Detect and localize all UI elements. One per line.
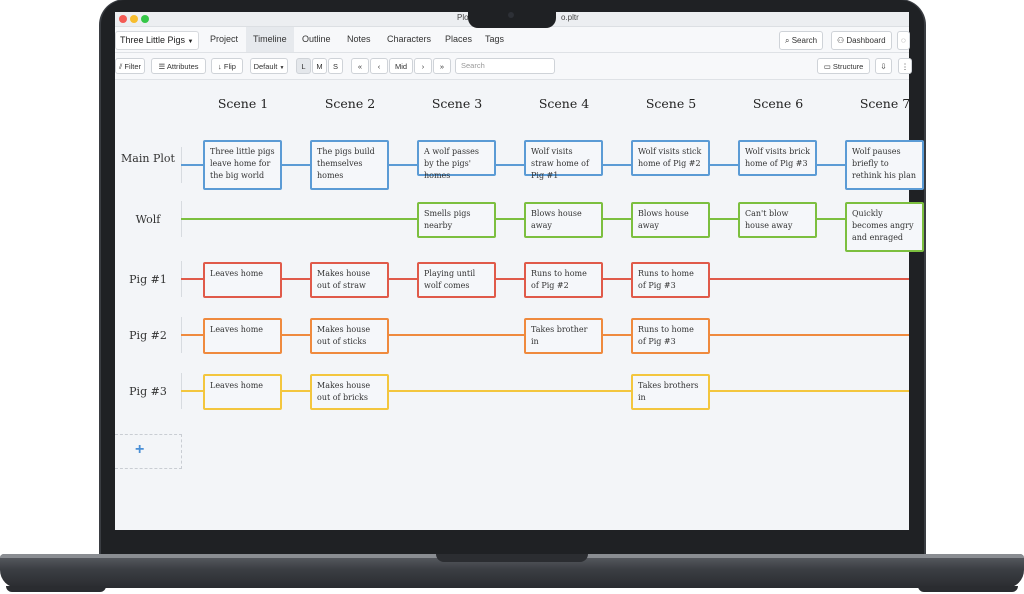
card-pig2-4[interactable]: Takes brother in (524, 318, 603, 354)
card-pig1-4[interactable]: Runs to home of Pig #2 (524, 262, 603, 298)
card-main-1[interactable]: Three little pigs leave home for the big… (203, 140, 282, 190)
search-button-label: Search (791, 36, 818, 45)
size-large-button[interactable]: L (296, 58, 311, 74)
scroll-first-button[interactable]: « (351, 58, 369, 74)
scroll-prev-button[interactable]: ‹ (370, 58, 388, 74)
search-button[interactable]: ⌕ Search (779, 31, 824, 50)
tab-characters[interactable]: Characters (387, 34, 432, 44)
size-medium-button[interactable]: M (312, 58, 327, 74)
card-pig3-2[interactable]: Makes house out of bricks (310, 374, 389, 410)
card-pig2-2[interactable]: Makes house out of sticks (310, 318, 389, 354)
chevron-down-icon: ▼ (187, 39, 194, 45)
scene-header-6[interactable]: Scene 6 (752, 96, 804, 111)
camera-icon (508, 12, 514, 18)
plotline-label-pig3[interactable]: Pig #3 (129, 385, 167, 398)
card-pig1-1[interactable]: Leaves home (203, 262, 282, 298)
card-main-4[interactable]: Wolf visits straw home of Pig #1 (524, 140, 603, 180)
default-label: Default (253, 62, 278, 71)
scene-header-3[interactable]: Scene 3 (431, 96, 483, 111)
card-wolf-5[interactable]: Blows house away (631, 202, 710, 238)
scroll-mid-button[interactable]: Mid (389, 58, 413, 74)
filter-icon: ⫽ (118, 62, 123, 71)
card-main-6[interactable]: Wolf visits brick home of Pig #3 (738, 140, 817, 176)
tab-outline[interactable]: Outline (302, 34, 331, 44)
add-plotline-button[interactable]: + (115, 434, 182, 469)
dashboard-button-label: Dashboard (846, 36, 886, 45)
plus-icon: + (135, 441, 145, 458)
size-small-button[interactable]: S (328, 58, 343, 74)
notifications-icon[interactable]: ◌ (897, 31, 910, 50)
attributes-label: Attributes (166, 62, 199, 71)
scene-header-1[interactable]: Scene 1 (217, 96, 269, 111)
structure-icon: ▭ (823, 62, 831, 71)
tab-notes[interactable]: Notes (347, 34, 371, 44)
close-window-button[interactable] (119, 15, 127, 23)
list-icon: ☰ (158, 62, 166, 71)
flip-button[interactable]: ↓ Flip (211, 58, 243, 74)
scroll-next-button[interactable]: › (414, 58, 432, 74)
project-name: Three Little Pigs (120, 35, 186, 45)
card-main-3[interactable]: A wolf passes by the pigs' homes (417, 140, 496, 180)
export-button[interactable]: ⇩ (875, 58, 892, 74)
card-wolf-4[interactable]: Blows house away (524, 202, 603, 238)
card-pig3-1[interactable]: Leaves home (203, 374, 282, 410)
plotline-label-pig2[interactable]: Pig #2 (129, 329, 167, 342)
plotline-line-pig3 (181, 390, 909, 392)
timeline-search-input[interactable]: Search (455, 58, 555, 74)
card-pig3-5[interactable]: Takes brothers in (631, 374, 710, 410)
dashboard-button[interactable]: ⚇ Dashboard (831, 31, 892, 50)
scene-header-5[interactable]: Scene 5 (645, 96, 697, 111)
maximize-window-button[interactable] (141, 15, 149, 23)
nav-bar: Three Little Pigs ▼ Project Timeline Out… (115, 27, 910, 53)
filter-button[interactable]: ⫽ Filter (115, 58, 145, 74)
tab-tags[interactable]: Tags (485, 34, 505, 44)
chevron-down-icon: ▼ (279, 65, 285, 71)
structure-label: Structure (832, 62, 864, 71)
card-wolf-3[interactable]: Smells pigs nearby (417, 202, 496, 238)
card-main-5[interactable]: Wolf visits stick home of Pig #2 (631, 140, 710, 176)
plotline-label-wolf[interactable]: Wolf (135, 213, 161, 226)
scroll-last-button[interactable]: » (433, 58, 451, 74)
arrow-down-icon: ↓ (218, 62, 222, 71)
timeline-toolbar: ⫽ Filter ☰ Attributes ↓ Flip Default ▼ L… (115, 53, 912, 80)
laptop-foot-right (918, 586, 1018, 592)
tab-places[interactable]: Places (445, 34, 473, 44)
default-dropdown[interactable]: Default ▼ (250, 58, 288, 74)
export-icon: ⇩ (880, 62, 887, 71)
card-pig2-5[interactable]: Runs to home of Pig #3 (631, 318, 710, 354)
filter-label: Filter (124, 62, 142, 71)
app-window: Plot o.pltr Three Little Pigs ▼ Project … (115, 12, 924, 530)
card-pig1-3[interactable]: Playing until wolf comes (417, 262, 496, 298)
tab-timeline[interactable]: Timeline (246, 27, 294, 52)
card-pig2-1[interactable]: Leaves home (203, 318, 282, 354)
more-options-button[interactable]: ⋮ (898, 58, 912, 74)
user-icon: ⚇ (837, 36, 845, 45)
laptop-opening-groove (436, 554, 588, 562)
card-main-7[interactable]: Wolf pauses briefly to rethink his plan (845, 140, 924, 190)
plotline-label-main[interactable]: Main Plot (121, 152, 175, 165)
tab-project[interactable]: Project (210, 34, 239, 44)
search-icon: ⌕ (785, 36, 790, 45)
card-main-2[interactable]: The pigs build themselves homes (310, 140, 389, 190)
minimize-window-button[interactable] (130, 15, 138, 23)
laptop-foot-left (6, 586, 106, 592)
flip-label: Flip (223, 62, 236, 71)
scene-header-7[interactable]: Scene 7 (859, 96, 911, 111)
structure-button[interactable]: ▭ Structure (817, 58, 870, 74)
scene-header-4[interactable]: Scene 4 (538, 96, 590, 111)
plotline-label-pig1[interactable]: Pig #1 (129, 273, 167, 286)
card-pig1-5[interactable]: Runs to home of Pig #3 (631, 262, 710, 298)
more-icon: ⋮ (901, 62, 909, 71)
window-title-suffix: o.pltr (561, 13, 579, 22)
scene-header-2[interactable]: Scene 2 (324, 96, 376, 111)
window-title: Plot (457, 13, 471, 22)
attributes-button[interactable]: ☰ Attributes (151, 58, 206, 74)
card-wolf-6[interactable]: Can't blow house away (738, 202, 817, 238)
project-selector[interactable]: Three Little Pigs ▼ (115, 31, 199, 50)
card-pig1-2[interactable]: Makes house out of straw (310, 262, 389, 298)
card-wolf-7[interactable]: Quickly becomes angry and enraged (845, 202, 924, 252)
